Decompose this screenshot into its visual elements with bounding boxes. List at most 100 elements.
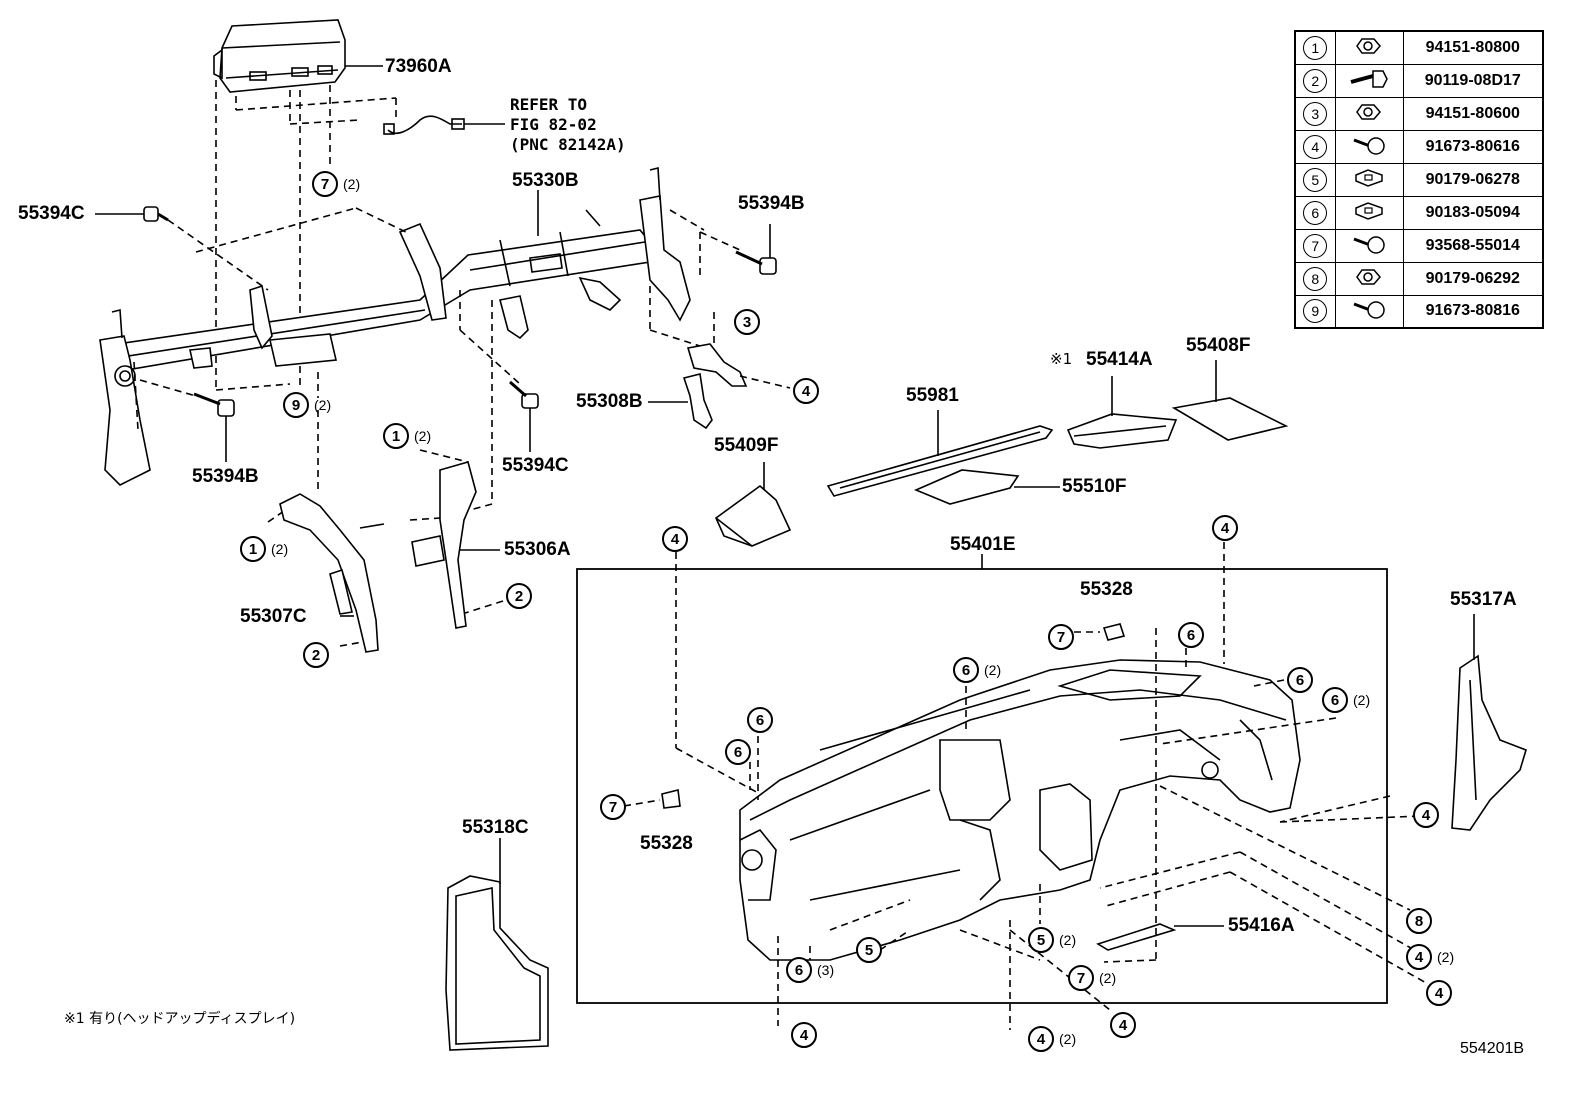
callout-1-left-qty: (2) bbox=[271, 541, 289, 557]
callout-8: 8 bbox=[1406, 908, 1432, 934]
part-label-55394C-left: 55394C bbox=[18, 203, 85, 224]
callout-6-d-qty: (2) bbox=[1353, 692, 1371, 708]
refer-line-3: (PNC 82142A) bbox=[510, 135, 626, 154]
beam-dashed-leaders bbox=[133, 207, 791, 647]
callout-5-b-qty: (2) bbox=[1059, 932, 1077, 948]
legend-number: 9 bbox=[1303, 299, 1328, 324]
nut-icon bbox=[1354, 35, 1384, 61]
legend-number: 8 bbox=[1303, 266, 1328, 291]
callout-4-g: 4 bbox=[1110, 1012, 1136, 1038]
part-label-55328-left: 55328 bbox=[640, 833, 693, 854]
callout-4-side: 4 bbox=[1413, 802, 1439, 828]
callout-6-b-qty: (2) bbox=[984, 662, 1002, 678]
brace-55306A-drawing bbox=[411, 461, 477, 629]
part-label-55409F: 55409F bbox=[714, 435, 779, 456]
part-label-55401E: 55401E bbox=[950, 534, 1016, 555]
legend-part-number: 90179-06292 bbox=[1402, 261, 1544, 296]
cover-55409F-drawing bbox=[715, 484, 792, 547]
callout-5-b: 5 bbox=[1028, 927, 1054, 953]
callout-7-d-qty: (2) bbox=[1099, 970, 1117, 986]
part-label-55416A: 55416A bbox=[1228, 915, 1295, 936]
footnote: ※1 有り(ヘッドアップディスプレイ) bbox=[64, 1011, 296, 1027]
callout-6-d: 6 bbox=[1322, 687, 1348, 713]
legend-row: 8 90179-06292 bbox=[1294, 261, 1544, 296]
legend-part-number: 93568-55014 bbox=[1402, 228, 1544, 263]
bolt-55394C-mid-drawing bbox=[509, 380, 539, 452]
part-label-55308B: 55308B bbox=[576, 391, 643, 412]
callout-3: 3 bbox=[734, 309, 760, 335]
legend-number: 4 bbox=[1303, 134, 1328, 159]
part-label-55394C-mid: 55394C bbox=[502, 455, 569, 476]
brace-55307C-drawing bbox=[279, 493, 385, 653]
callout-7-clip: 7 bbox=[1048, 624, 1074, 650]
screw-icon bbox=[1352, 134, 1386, 160]
callout-1-left: 1 bbox=[240, 536, 266, 562]
legend-number: 5 bbox=[1303, 167, 1328, 192]
bolt-55394B-top-drawing bbox=[735, 224, 777, 275]
callout-6-e: 6 bbox=[747, 707, 773, 733]
nut-icon bbox=[1354, 101, 1384, 127]
callout-4-i: 4 bbox=[1028, 1026, 1054, 1052]
part-label-55318C: 55318C bbox=[462, 817, 529, 838]
refer-line-2: FIG 82-02 bbox=[510, 115, 597, 134]
part-label-55414A: 55414A bbox=[1086, 349, 1153, 370]
part-label-55394B-bottom: 55394B bbox=[192, 466, 259, 487]
callout-6-a: 6 bbox=[1178, 622, 1204, 648]
reinforcement-beam-drawing bbox=[99, 166, 748, 486]
bolt-55394B-bottom-drawing bbox=[193, 392, 235, 462]
callout-6-g-qty: (3) bbox=[817, 962, 835, 978]
part-label-55328-top: 55328 bbox=[1080, 579, 1133, 600]
part-label-55408F: 55408F bbox=[1186, 335, 1251, 356]
part-label-73960A: 73960A bbox=[385, 56, 452, 77]
cable-drawing bbox=[383, 115, 505, 135]
legend-part-number: 90179-06278 bbox=[1402, 162, 1544, 197]
callout-4-h: 4 bbox=[791, 1022, 817, 1048]
lid-55408F-drawing bbox=[1171, 397, 1289, 441]
callout-4-e-qty: (2) bbox=[1437, 949, 1455, 965]
callout-6-f: 6 bbox=[725, 739, 751, 765]
callout-1-top-qty: (2) bbox=[414, 428, 432, 444]
callout-7-d: 7 bbox=[1068, 965, 1094, 991]
callout-6-g: 6 bbox=[786, 957, 812, 983]
clip-55328-top-drawing bbox=[1102, 623, 1126, 641]
part-label-55306A: 55306A bbox=[504, 539, 571, 560]
legend-row: 5 90179-06278 bbox=[1294, 162, 1544, 197]
legend-part-number: 94151-80600 bbox=[1402, 96, 1544, 131]
callout-6-b: 6 bbox=[953, 657, 979, 683]
part-label-55414A-mark: ※1 bbox=[1050, 350, 1073, 368]
figure-id: 554201B bbox=[1460, 1040, 1525, 1057]
panel-dashed-leaders bbox=[623, 542, 1429, 1030]
legend-number: 6 bbox=[1303, 200, 1328, 225]
callout-4-panel-right: 4 bbox=[1212, 515, 1238, 541]
bolt-icon bbox=[1349, 68, 1389, 94]
clip-icon bbox=[1352, 200, 1386, 226]
part-label-55394B-top: 55394B bbox=[738, 193, 805, 214]
legend-part-number: 91673-80616 bbox=[1402, 129, 1544, 164]
screw-icon bbox=[1352, 298, 1386, 324]
pad-55510F-drawing bbox=[913, 469, 1020, 505]
callout-4-i-qty: (2) bbox=[1059, 1031, 1077, 1047]
lower-cover-55318C-drawing bbox=[445, 875, 549, 1051]
screw-icon bbox=[1352, 233, 1386, 259]
callout-9-qty: (2) bbox=[314, 397, 332, 413]
legend-row: 4 91673-80616 bbox=[1294, 129, 1544, 164]
legend-number: 2 bbox=[1303, 68, 1328, 93]
trim-55416A-drawing bbox=[1096, 923, 1177, 951]
callout-4-bracket: 4 bbox=[793, 378, 819, 404]
callout-2-right: 2 bbox=[506, 583, 532, 609]
bracket-55308B-drawing bbox=[682, 373, 713, 430]
hud-unit-drawing bbox=[213, 19, 346, 93]
refer-line-1: REFER TO bbox=[510, 95, 588, 114]
callout-5-a: 5 bbox=[856, 937, 882, 963]
clip-icon bbox=[1352, 167, 1386, 193]
callout-7-left: 7 bbox=[600, 794, 626, 820]
callout-4-panel-left: 4 bbox=[662, 526, 688, 552]
panel-55414A-drawing bbox=[1066, 413, 1178, 449]
